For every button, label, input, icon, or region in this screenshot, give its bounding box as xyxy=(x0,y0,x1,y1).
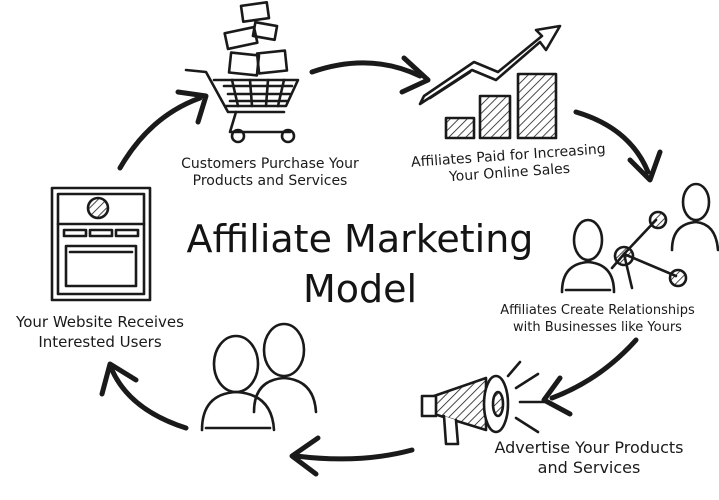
shopping-cart-icon xyxy=(184,0,300,144)
arrow-cart-to-chart xyxy=(309,55,431,95)
title-line-1: Affiliate Marketing xyxy=(186,217,534,261)
title-line-2: Model xyxy=(302,267,418,311)
step-label-affiliates-relationships: Affiliates Create Relationships with Bus… xyxy=(500,303,695,335)
growth-chart-icon xyxy=(418,24,562,140)
website-icon xyxy=(50,186,152,302)
arrow-megaphone-to-audience xyxy=(289,435,415,477)
step-label-advertise: Advertise Your Products and Services xyxy=(494,438,684,477)
step-label-website-receives: Your Website Receives Interested Users xyxy=(16,313,184,351)
network-people-icon xyxy=(560,182,719,294)
step-label-customers-purchase: Customers Purchase Your Products and Ser… xyxy=(181,156,359,189)
audience-icon xyxy=(200,322,318,432)
arrow-chart-to-network xyxy=(573,109,663,183)
arrow-network-to-megaphone xyxy=(541,337,639,417)
megaphone-icon xyxy=(420,360,546,446)
arrow-audience-to-website xyxy=(99,361,189,431)
arrow-website-to-cart xyxy=(117,89,209,171)
diagram-title: Affiliate Marketing Model xyxy=(160,214,560,314)
